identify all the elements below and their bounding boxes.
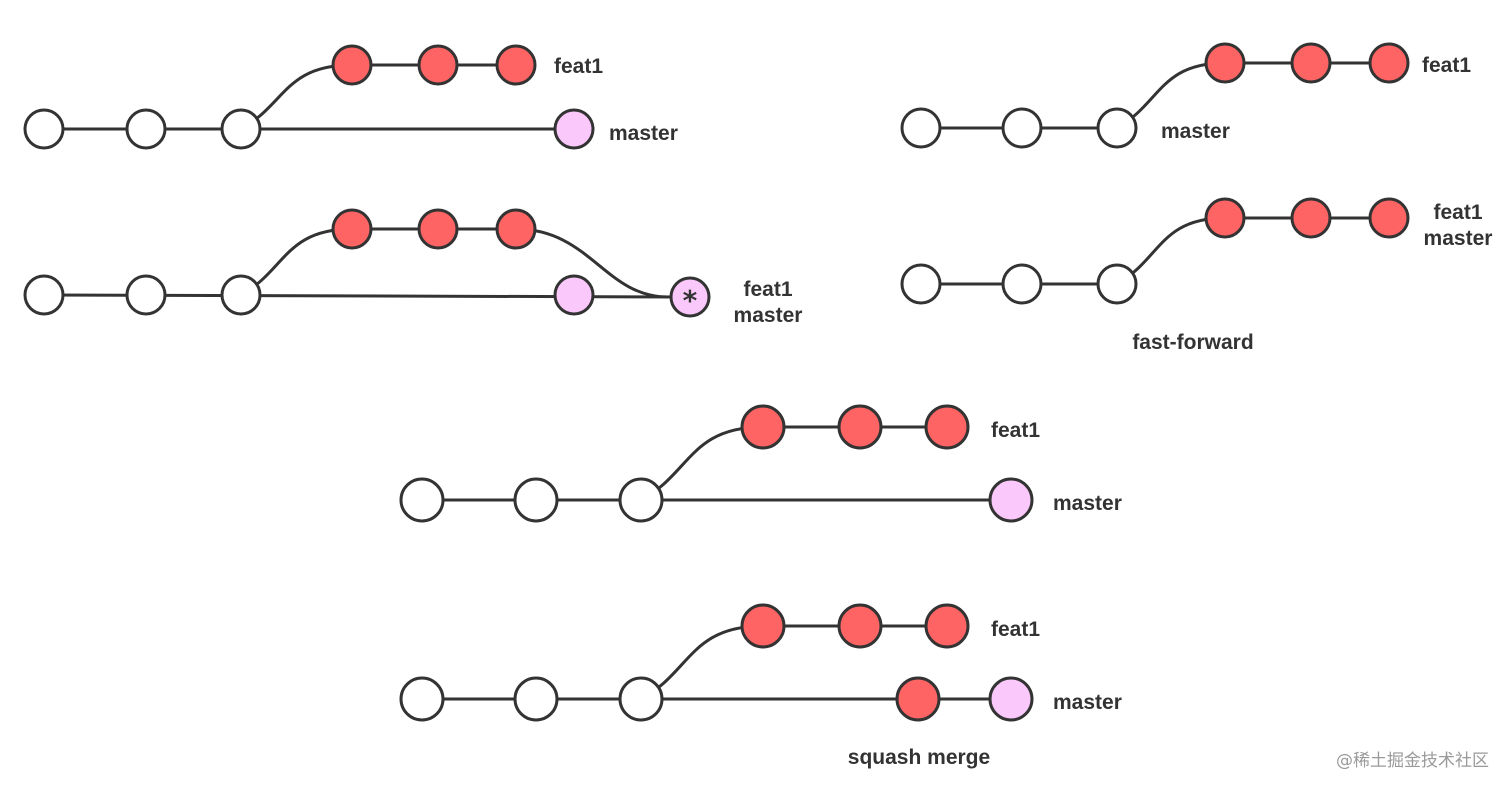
base-commit-2 — [1001, 107, 1043, 149]
master-commit — [553, 108, 595, 150]
master-label: master — [1161, 120, 1230, 143]
feat1-label: feat1 — [991, 419, 1040, 442]
feature-commit-3 — [1368, 42, 1410, 84]
watermark: @稀土掘金技术社区 — [1336, 751, 1489, 771]
base-commit-2 — [125, 274, 167, 316]
base-commit-1 — [23, 108, 65, 150]
fast-forward-after-graph: feat1 master — [900, 197, 1493, 305]
base-commit-3 — [1096, 107, 1138, 149]
squash-commit — [895, 676, 941, 722]
master-label: master — [1053, 492, 1122, 515]
feature-commit-3 — [495, 208, 537, 250]
feature-branch-curve — [1116, 61, 1389, 130]
squash-before-graph: feat1 master — [399, 404, 1122, 523]
feature-branch-curve — [640, 425, 947, 502]
feature-commit-1 — [740, 404, 786, 450]
feature-commit-3 — [924, 404, 970, 450]
feature-commit-2 — [837, 404, 883, 450]
squash-after-graph: feat1 master — [399, 603, 1122, 722]
merge-commit — [669, 276, 711, 318]
base-commit-3 — [220, 108, 262, 150]
base-commit-1 — [399, 477, 445, 523]
feat1-label: feat1 — [1422, 54, 1471, 77]
feature-branch-curve — [240, 63, 516, 131]
feature-commit-3 — [495, 44, 537, 86]
master-label: master — [734, 304, 803, 327]
feat1-label: feat1 — [743, 278, 792, 301]
base-commit-1 — [399, 676, 445, 722]
feat1-label: feat1 — [554, 55, 603, 78]
feature-commit-1 — [1204, 197, 1246, 239]
base-commit-3 — [618, 477, 664, 523]
base-commit-2 — [125, 108, 167, 150]
base-commit-2 — [513, 477, 559, 523]
merge-commit-marker: * — [683, 284, 698, 317]
base-commit-3 — [220, 274, 262, 316]
feat1-label: feat1 — [991, 618, 1040, 641]
squash-merge-caption: squash merge — [848, 746, 990, 769]
feature-commit-2 — [837, 603, 883, 649]
feature-commit-1 — [1204, 42, 1246, 84]
feature-commit-2 — [417, 208, 459, 250]
base-commit-1 — [23, 274, 65, 316]
feature-commit-1 — [331, 44, 373, 86]
feature-commit-3 — [924, 603, 970, 649]
master-commit — [988, 676, 1034, 722]
feature-commit-1 — [331, 208, 373, 250]
base-commit-3 — [1096, 263, 1138, 305]
base-commit-1 — [900, 263, 942, 305]
base-commit-2 — [1001, 263, 1043, 305]
fast-forward-caption: fast-forward — [1132, 331, 1253, 354]
feature-commit-2 — [1290, 42, 1332, 84]
master-commit — [553, 274, 595, 316]
base-commit-2 — [513, 676, 559, 722]
after-merge-graph: * feat1 master — [23, 208, 803, 327]
feature-commit-2 — [1290, 197, 1332, 239]
feature-commit-2 — [417, 44, 459, 86]
feature-commit-3 — [1368, 197, 1410, 239]
master-commit — [988, 477, 1034, 523]
master-label: master — [1424, 227, 1493, 250]
master-label: master — [609, 122, 678, 145]
base-commit-1 — [900, 107, 942, 149]
feat1-label: feat1 — [1433, 201, 1482, 224]
before-merge-graph: feat1 master — [23, 44, 678, 150]
feature-commit-1 — [740, 603, 786, 649]
master-label: master — [1053, 691, 1122, 714]
feature-branch-curve — [1116, 216, 1389, 286]
fast-forward-before-graph: feat1 master — [900, 42, 1471, 149]
base-commit-3 — [618, 676, 664, 722]
